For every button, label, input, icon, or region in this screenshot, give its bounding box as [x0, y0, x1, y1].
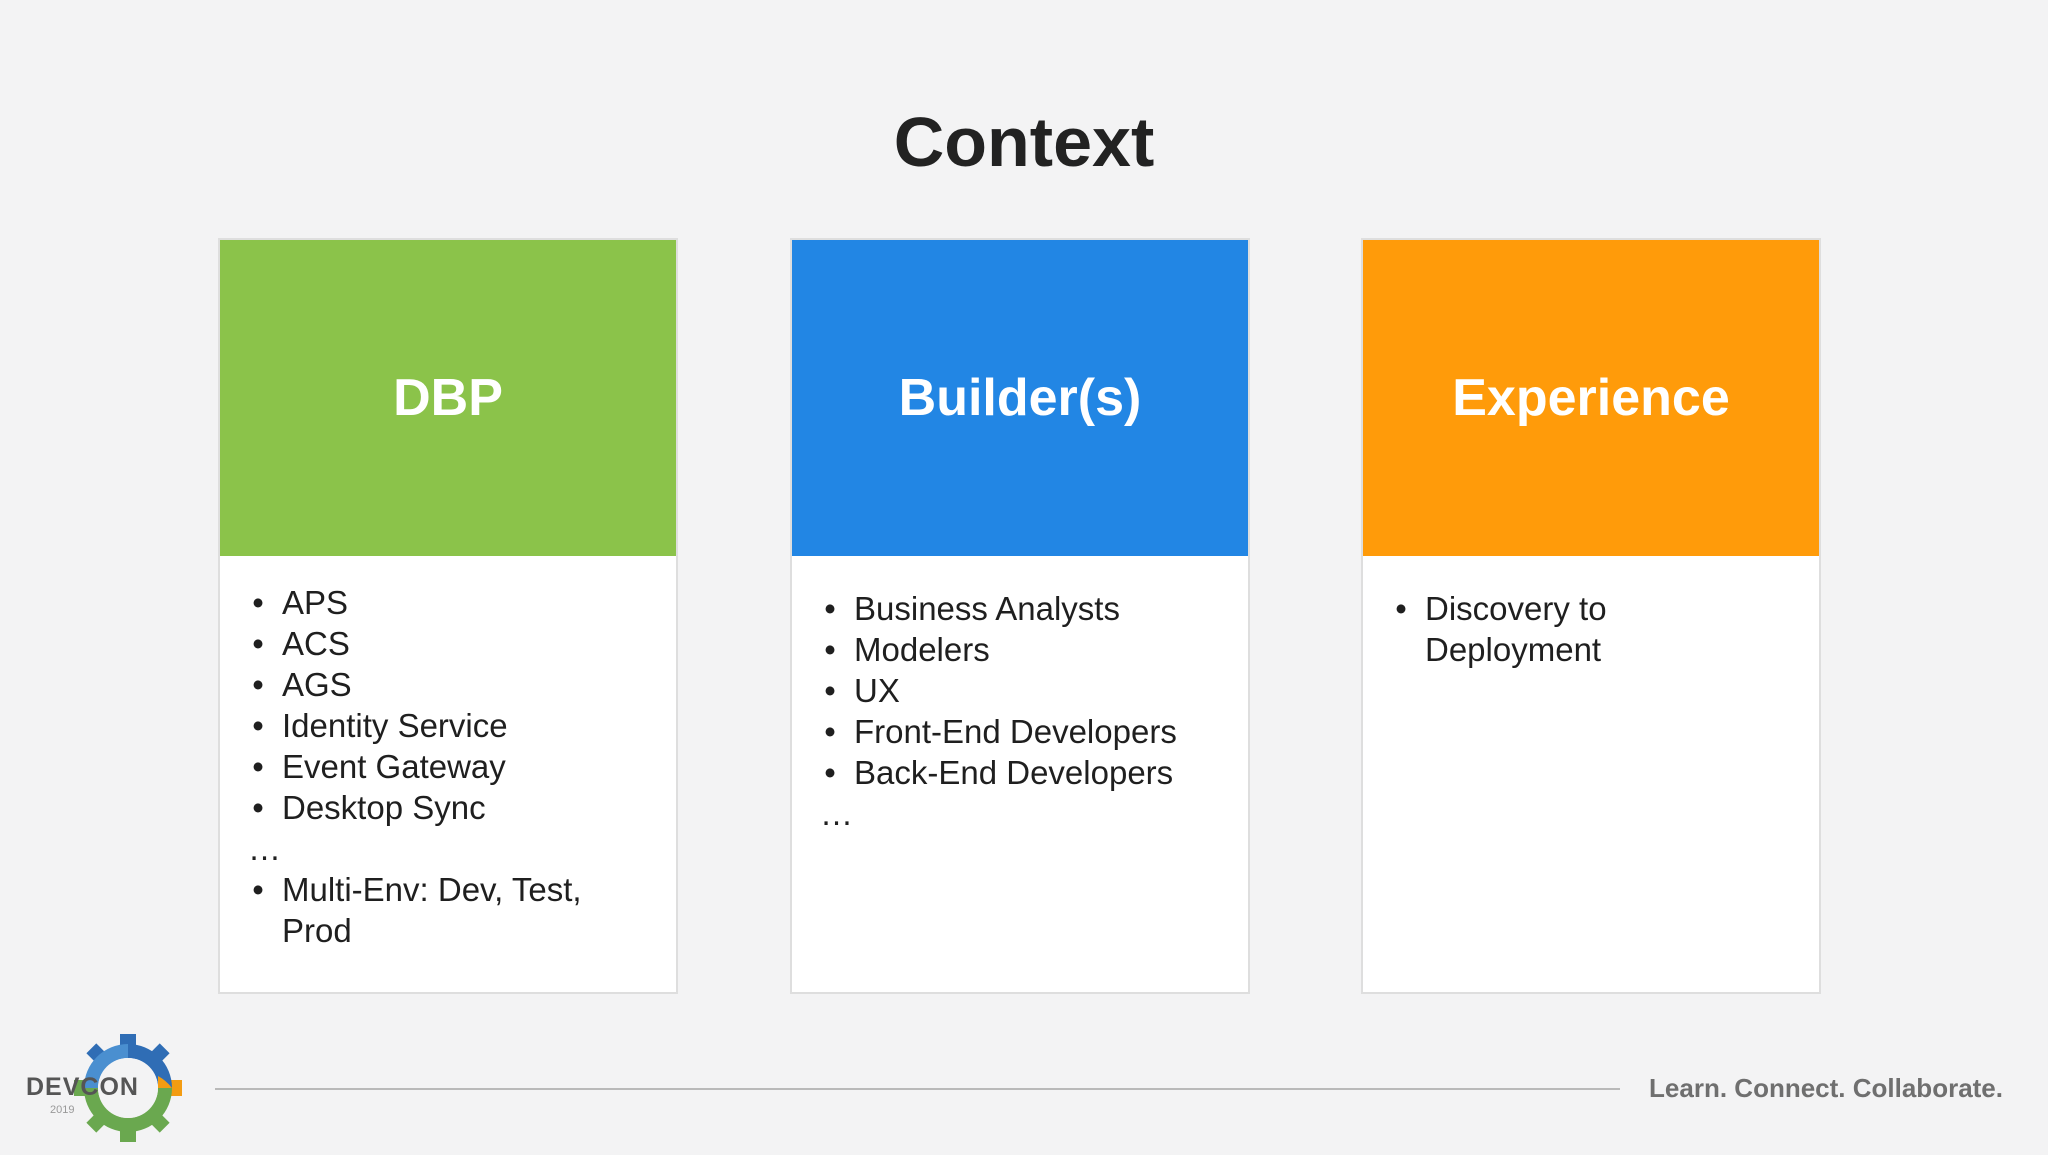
card-experience-header: Experience	[1363, 240, 1819, 556]
card-experience: Experience •Discovery to Deployment	[1361, 238, 1821, 994]
card-builders-heading: Builder(s)	[898, 369, 1142, 427]
list-ellipsis: …	[248, 830, 281, 867]
card-builders-header: Builder(s)	[792, 240, 1248, 556]
card-dbp-body: •APS •ACS •AGS •Identity Service •Event …	[220, 556, 676, 951]
devcon-logo: DEVCON 2019	[20, 1030, 190, 1150]
bullet-icon: •	[252, 789, 264, 826]
bullet-icon: •	[824, 631, 836, 668]
bullet-icon: •	[824, 672, 836, 709]
footer-divider	[215, 1088, 1620, 1090]
list-item: •Desktop Sync	[248, 787, 648, 828]
list-item: •Identity Service	[248, 705, 648, 746]
list-item: •Discovery to Deployment	[1391, 588, 1675, 670]
devcon-gear-logo-icon: DEVCON 2019	[26, 1034, 182, 1142]
list-item: •Event Gateway	[248, 746, 648, 787]
bullet-icon: •	[252, 584, 264, 621]
list-item: •AGS	[248, 664, 648, 705]
list-ellipsis: …	[820, 795, 853, 832]
slide-title: Context	[893, 103, 1155, 181]
list-item: •Modelers	[820, 629, 1220, 670]
list-item: •Business Analysts	[820, 588, 1220, 629]
logo-year: 2019	[50, 1104, 74, 1116]
bullet-icon: •	[252, 625, 264, 662]
list-item: •Front-End Developers	[820, 711, 1220, 752]
card-dbp-header: DBP	[220, 240, 676, 556]
list-item: •Multi-Env: Dev, Test, Prod	[248, 869, 648, 951]
bullet-icon: •	[252, 748, 264, 785]
logo-text: DEVCON	[26, 1073, 139, 1101]
card-dbp-heading: DBP	[393, 369, 503, 427]
card-dbp-extra-list: •Multi-Env: Dev, Test, Prod	[248, 869, 648, 951]
bullet-icon: •	[1395, 590, 1407, 627]
card-experience-body: •Discovery to Deployment	[1363, 556, 1819, 670]
footer-tagline: Learn. Connect. Collaborate.	[1649, 1073, 2003, 1103]
bullet-icon: •	[252, 666, 264, 703]
card-builders-body: •Business Analysts •Modelers •UX •Front-…	[792, 556, 1248, 834]
bullet-icon: •	[824, 590, 836, 627]
list-item: •Back-End Developers	[820, 752, 1220, 793]
list-item: •APS	[248, 582, 648, 623]
card-builders-list: •Business Analysts •Modelers •UX •Front-…	[820, 588, 1220, 793]
card-dbp: DBP •APS •ACS •AGS •Identity Service •Ev…	[218, 238, 678, 994]
bullet-icon: •	[252, 707, 264, 744]
bullet-icon: •	[824, 754, 836, 791]
list-item: •ACS	[248, 623, 648, 664]
bullet-icon: •	[824, 713, 836, 750]
card-builders: Builder(s) •Business Analysts •Modelers …	[790, 238, 1250, 994]
bullet-icon: •	[252, 871, 264, 908]
card-experience-list: •Discovery to Deployment	[1391, 588, 1791, 670]
card-dbp-list: •APS •ACS •AGS •Identity Service •Event …	[248, 582, 648, 828]
list-item: •UX	[820, 670, 1220, 711]
card-experience-heading: Experience	[1452, 369, 1730, 427]
